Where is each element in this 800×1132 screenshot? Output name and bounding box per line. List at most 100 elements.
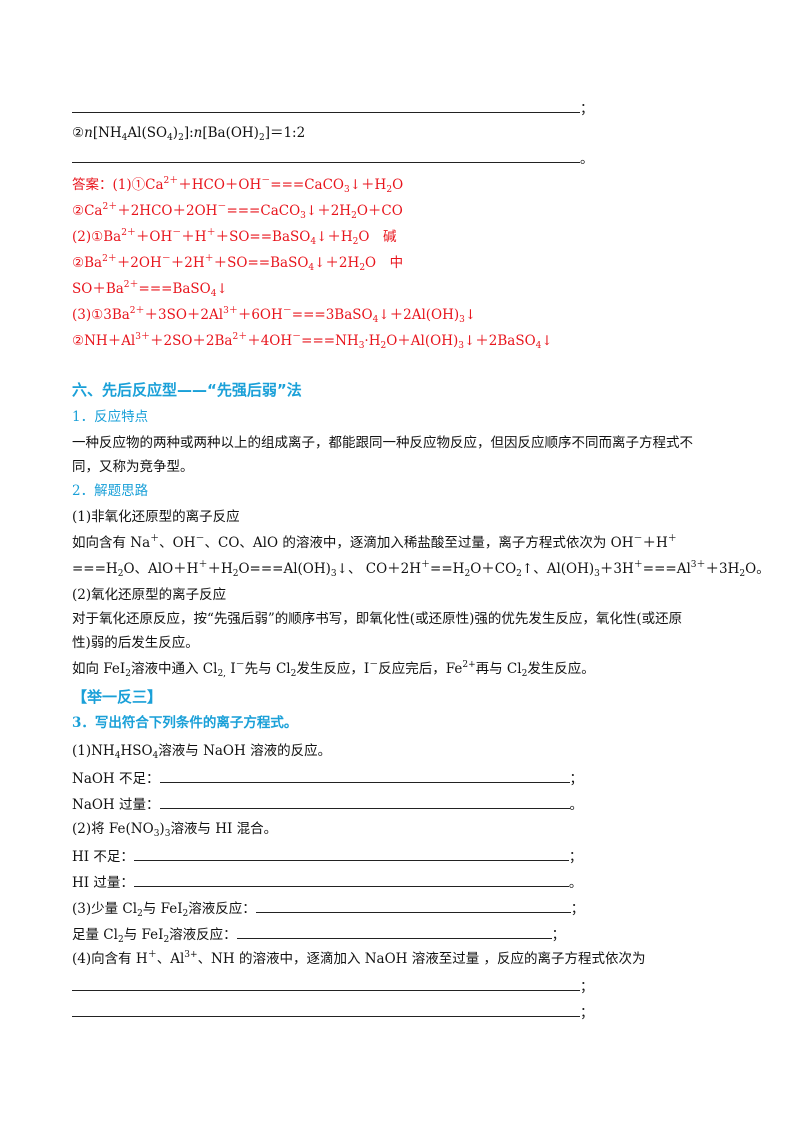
text-span: ；	[568, 849, 583, 865]
text-span: ==H	[430, 561, 465, 577]
text-span: ↓	[464, 307, 477, 323]
text-span: 反应完后，Fe	[378, 661, 463, 677]
subheading-2: 2．解题思路	[72, 483, 149, 499]
text-span: ＋	[204, 254, 214, 264]
answer-4: ②Ba2＋＋2OH－＋2H＋＋SO==BaSO4↓＋2H2O 中	[72, 254, 403, 273]
text-span: NaOH 不足：	[72, 771, 160, 787]
text-span: I	[226, 661, 236, 677]
text-span: ＋HCO＋OH	[178, 177, 262, 193]
text-span: )	[172, 125, 179, 141]
text-span: ↓＋2H	[314, 255, 360, 271]
text-span: 、NH 的溶液中，逐滴加入 NaOH 溶液至过量 ，反应的离子方程式依次为	[197, 951, 646, 967]
text-span: 4	[535, 341, 542, 351]
answer-3: (2)①Ba2＋＋OH－＋H＋＋SO==BaSO4↓＋H2O 碱	[72, 228, 396, 247]
text-span: 。	[569, 797, 584, 813]
text-span: ===H	[72, 561, 118, 577]
question-2a[interactable]: HI 不足：；	[72, 846, 582, 866]
blank-line[interactable]	[72, 98, 580, 113]
text-span: ；	[580, 1005, 594, 1021]
text-span: 2	[137, 909, 143, 919]
practice-question-title: 3．写出符合下列条件的离子方程式。	[72, 715, 298, 731]
text-span: 4	[167, 133, 173, 143]
text-span: 如向 FeI	[72, 661, 126, 677]
answer-line-1[interactable]: ；	[72, 98, 594, 118]
text-span: SO＋Ba	[72, 281, 124, 297]
question-3a[interactable]: (3)少量 Cl2与 FeI2溶液反应：；	[72, 898, 584, 919]
text-span: －	[282, 306, 292, 316]
text-span: (4)向含有 H	[72, 951, 148, 967]
text-span: 3	[358, 341, 365, 351]
text-span: 4	[114, 751, 121, 761]
text-span: 如向含有 Na	[72, 535, 151, 551]
text-span: 4	[121, 133, 128, 143]
text-span: ②	[72, 125, 85, 141]
question-2: (2)将 Fe(NO3)3溶液与 HI 混合。	[72, 820, 278, 839]
text-span: 2	[290, 669, 297, 679]
text-span: ②Ca	[72, 203, 103, 219]
question-4-line-1[interactable]: ；	[72, 976, 594, 996]
text-span: HSO	[120, 743, 153, 759]
text-span: 2	[386, 185, 393, 195]
blank-line[interactable]	[159, 768, 570, 783]
text-span: ；	[551, 927, 566, 943]
text-span: HI 过量：	[72, 875, 134, 891]
text-span: 与 FeI	[142, 901, 183, 917]
question-3b[interactable]: 足量 Cl2与 FeI2溶液反应：；	[72, 924, 566, 945]
text-span: －	[217, 202, 227, 212]
text-span: 2	[117, 569, 124, 579]
answer-2: ②Ca2＋＋2HCO＋2OH－===CaCO3↓＋2H2O＋CO	[72, 202, 403, 221]
text-span: 3＋	[690, 560, 706, 570]
question-4: (4)向含有 H＋、Al3+、NH 的溶液中，逐滴加入 NaOH 溶液至过量 ，…	[72, 950, 646, 968]
text-span: 先与 Cl	[244, 661, 291, 677]
paragraph-1a: 一种反应物的两种或两种以上的组成离子，都能跟同一种反应物反应，但因反应顺序不同而…	[72, 435, 693, 451]
text-span: ＋	[206, 228, 216, 238]
text-span: ↓、 CO＋2H	[336, 561, 422, 577]
blank-line[interactable]	[133, 846, 569, 861]
text-span: －	[292, 332, 302, 342]
blank-line[interactable]	[72, 148, 580, 163]
text-span: 2	[380, 341, 387, 351]
text-span: O	[392, 177, 404, 193]
blank-line[interactable]	[255, 898, 571, 913]
text-span: ②Ba	[72, 255, 103, 271]
answer-6: (3)①3Ba2＋＋3SO＋2Al3＋＋6OH－===3BaSO4↓＋2Al(O…	[72, 306, 477, 325]
text-span: ＋OH	[135, 229, 173, 245]
blank-line[interactable]	[72, 976, 580, 991]
text-span: 发生反应。	[527, 661, 595, 677]
question-1b[interactable]: NaOH 过量： 。	[72, 794, 583, 814]
text-span: ===Al	[642, 561, 691, 577]
question-2b[interactable]: HI 过量：。	[72, 872, 582, 892]
blank-line[interactable]	[236, 924, 552, 939]
practice-heading: 【举一反三】	[72, 688, 163, 706]
text-span: NaOH 过量：	[72, 797, 160, 813]
text-span: －	[195, 534, 205, 544]
text-span: 、OH	[159, 535, 196, 551]
text-span: －	[235, 660, 245, 670]
answer-line-2[interactable]: 。	[72, 148, 594, 168]
text-span: (3)少量 Cl	[72, 901, 138, 917]
text-span: ＋3H	[599, 561, 634, 577]
text-span: 2	[351, 211, 357, 221]
text-span: ＋2H	[170, 255, 205, 271]
text-span: ↓	[541, 333, 553, 349]
text-span: ＋3SO＋2Al	[144, 307, 224, 323]
text-span: ＋	[147, 950, 157, 960]
text-span: O＋Al(OH)	[386, 333, 459, 349]
text-span: ↓＋2BaSO	[463, 333, 536, 349]
text-span: 。	[580, 151, 594, 167]
blank-line[interactable]	[133, 872, 569, 887]
blank-line[interactable]	[159, 794, 570, 809]
text-span: [NH	[92, 125, 122, 141]
question-4-line-2[interactable]: ；	[72, 1002, 594, 1022]
text-span: 溶液与 HI 混合。	[170, 821, 278, 837]
text-span: ＋2SO＋2Ba	[150, 333, 233, 349]
text-span: 2	[521, 669, 528, 679]
text-span: (2)①Ba	[72, 229, 122, 245]
text-span: 3	[300, 211, 306, 221]
text-span: ]:	[183, 125, 194, 141]
blank-line[interactable]	[72, 1002, 580, 1017]
question-1a[interactable]: NaOH 不足：；	[72, 768, 583, 788]
text-span: 2＋	[102, 254, 117, 264]
text-span: ＋	[421, 560, 431, 570]
text-span: ===CaCO	[226, 203, 301, 219]
